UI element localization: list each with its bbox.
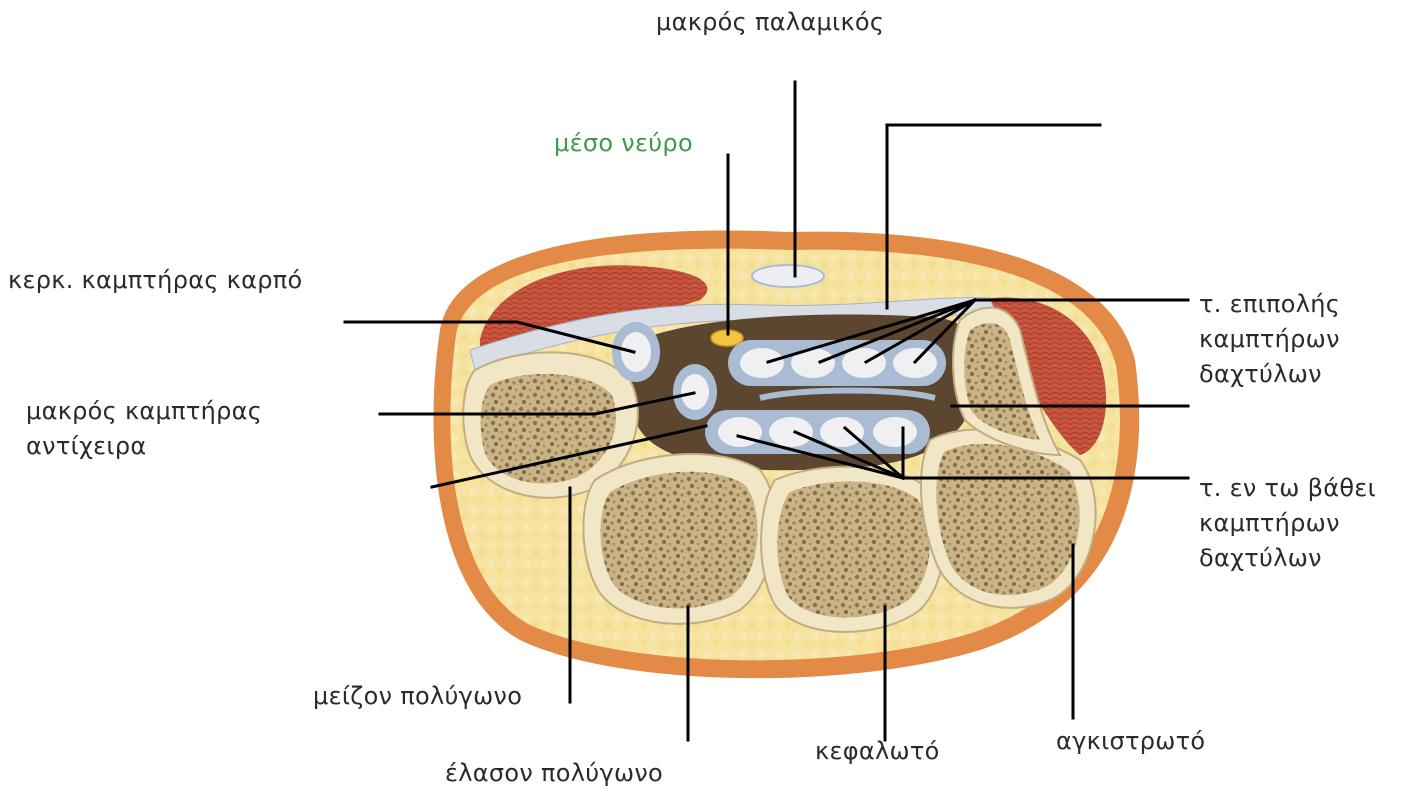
label-line: αντίχειρα (26, 429, 262, 464)
label-line: τ. επιπολής (1199, 287, 1340, 322)
label-flexor-pollicis-longus: μακρός καμπτήρας αντίχειρα (26, 394, 262, 464)
label-palmaris-longus: μακρός παλαμικός (656, 5, 884, 40)
fdp-tendon (873, 417, 917, 447)
label-median-nerve: μέσο νεύρο (554, 126, 693, 161)
label-line: καμπτήρων (1199, 322, 1340, 357)
label-line: καμπτήρων (1199, 506, 1376, 541)
label-capitate: κεφαλωτό (815, 734, 940, 769)
label-line: τ. εν τω βάθει (1199, 471, 1376, 506)
label-line: δαχτύλων (1199, 357, 1340, 392)
label-line: δαχτύλων (1199, 541, 1376, 576)
label-trapezoid: έλασον πολύγωνο (445, 756, 663, 791)
palmaris-longus-tendon (752, 265, 824, 287)
label-flexor-digitorum-superficialis: τ. επιπολής καμπτήρων δαχτύλων (1199, 287, 1340, 392)
fds-tendon (842, 348, 886, 378)
fdp-tendon (718, 417, 762, 447)
fdp-tendon (769, 417, 813, 447)
label-flexor-digitorum-profundus: τ. εν τω βάθει καμπτήρων δαχτύλων (1199, 471, 1376, 576)
fdp-tendon (820, 417, 864, 447)
label-flexor-carpi-radialis: κερκ. καμπτήρας καρπό (8, 263, 303, 298)
fds-tendon (740, 348, 784, 378)
label-hamate: αγκιστρωτό (1056, 724, 1205, 759)
label-line: μακρός καμπτήρας (26, 394, 262, 429)
fds-tendon-group (728, 340, 946, 386)
label-trapezium: μείζον πολύγωνο (313, 679, 522, 714)
